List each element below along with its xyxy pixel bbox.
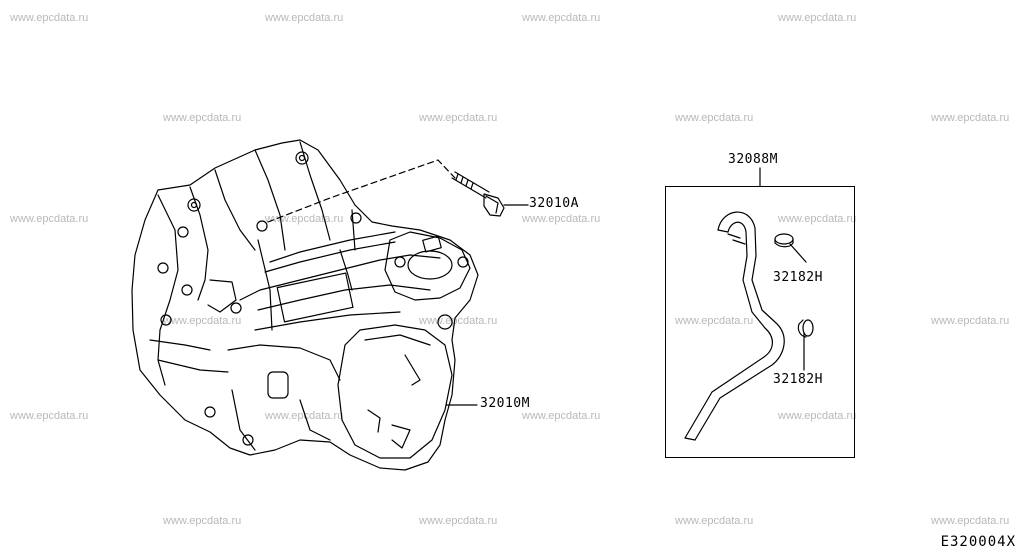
watermark-text: www.epcdata.ru xyxy=(522,410,601,422)
label-32010A[interactable]: 32010A xyxy=(529,196,579,211)
bolt-leader-dashed xyxy=(267,159,456,223)
clip-upper-drawing[interactable] xyxy=(774,233,794,248)
watermark-text: www.epcdata.ru xyxy=(163,315,242,327)
watermark-text: www.epcdata.ru xyxy=(265,12,344,24)
hose-kit-box xyxy=(665,186,855,458)
watermark-text: www.epcdata.ru xyxy=(163,112,242,124)
watermark-text: www.epcdata.ru xyxy=(778,213,857,225)
watermark-text: www.epcdata.ru xyxy=(675,112,754,124)
watermark-text: www.epcdata.ru xyxy=(778,410,857,422)
watermark-text: www.epcdata.ru xyxy=(10,213,89,225)
watermark-text: www.epcdata.ru xyxy=(931,112,1010,124)
label-32182H-lower[interactable]: 32182H xyxy=(773,372,823,387)
watermark-text: www.epcdata.ru xyxy=(419,112,498,124)
watermark-text: www.epcdata.ru xyxy=(10,12,89,24)
bolt-drawing[interactable] xyxy=(451,171,505,217)
watermark-text: www.epcdata.ru xyxy=(675,315,754,327)
watermark-text: www.epcdata.ru xyxy=(778,12,857,24)
label-32182H-upper[interactable]: 32182H xyxy=(773,270,823,285)
diagram-code: E320004X xyxy=(940,534,1016,550)
watermark-text: www.epcdata.ru xyxy=(163,515,242,527)
label-32010M[interactable]: 32010M xyxy=(480,396,530,411)
watermark-text: www.epcdata.ru xyxy=(675,515,754,527)
leader-32182H-upper xyxy=(789,243,807,263)
watermark-text: www.epcdata.ru xyxy=(265,410,344,422)
watermark-text: www.epcdata.ru xyxy=(931,315,1010,327)
watermark-text: www.epcdata.ru xyxy=(10,410,89,422)
transaxle-drawing[interactable] xyxy=(131,139,479,471)
label-32088M[interactable]: 32088M xyxy=(728,152,778,167)
watermark-text: www.epcdata.ru xyxy=(931,515,1010,527)
watermark-text: www.epcdata.ru xyxy=(419,515,498,527)
watermark-text: www.epcdata.ru xyxy=(522,213,601,225)
watermark-text: www.epcdata.ru xyxy=(522,12,601,24)
hose-drawing[interactable] xyxy=(684,211,785,441)
